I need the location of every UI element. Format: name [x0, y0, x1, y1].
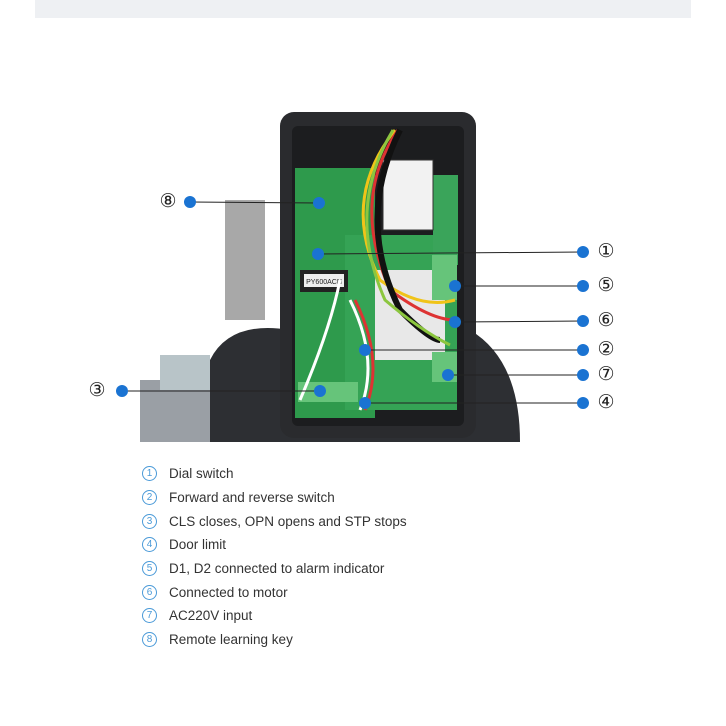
legend: 1 Dial switch 2 Forward and reverse switch… [142, 462, 407, 652]
callout-dots [116, 196, 589, 409]
legend-number: 7 [142, 608, 157, 624]
transformer [382, 159, 434, 231]
terminal-block-cls [298, 382, 358, 402]
legend-number: 2 [142, 490, 157, 506]
legend-text: Door limit [169, 537, 227, 553]
legend-number: 6 [142, 584, 157, 600]
legend-text: Dial switch [169, 466, 234, 482]
legend-item: 7 AC220V input [142, 604, 407, 628]
chip-label-bg [304, 274, 344, 287]
callout-2: ② [597, 339, 615, 360]
legend-number: 8 [142, 632, 157, 648]
legend-text: D1, D2 connected to alarm indicator [169, 561, 385, 577]
callout-3: ③ [88, 380, 106, 401]
legend-text: CLS closes, OPN opens and STP stops [169, 513, 407, 529]
gear [160, 355, 210, 390]
callout-6: ⑥ [597, 310, 615, 331]
callout-lines [122, 201, 584, 404]
legend-item: 4 Door limit [142, 533, 407, 557]
chip-label: PY600ACN [306, 279, 342, 286]
legend-item: 8 Remote learning key [142, 628, 407, 652]
callout-5: ⑤ [597, 275, 615, 296]
bracket [225, 200, 265, 320]
terminal-block-alarm [432, 255, 457, 300]
legend-text: Forward and reverse switch [169, 490, 335, 506]
legend-number: 1 [142, 466, 157, 482]
callout-7: ⑦ [597, 364, 615, 385]
legend-number: 4 [142, 537, 157, 553]
top-banner-bar [35, 0, 691, 18]
legend-number: 3 [142, 513, 157, 529]
legend-text: Connected to motor [169, 584, 288, 600]
callout-8: ⑧ [159, 191, 177, 212]
legend-item: 5 D1, D2 connected to alarm indicator [142, 557, 407, 581]
legend-item: 1 Dial switch [142, 462, 407, 486]
side-pcb [433, 175, 458, 265]
wires [298, 128, 456, 411]
legend-item: 6 Connected to motor [142, 580, 407, 604]
legend-text: Remote learning key [169, 632, 293, 648]
callout-4: ④ [597, 392, 615, 413]
legend-item: 3 CLS closes, OPN opens and STP stops [142, 509, 407, 533]
callout-1: ① [597, 241, 615, 262]
legend-item: 2 Forward and reverse switch [142, 486, 407, 510]
legend-number: 5 [142, 561, 157, 577]
legend-text: AC220V input [169, 608, 253, 624]
